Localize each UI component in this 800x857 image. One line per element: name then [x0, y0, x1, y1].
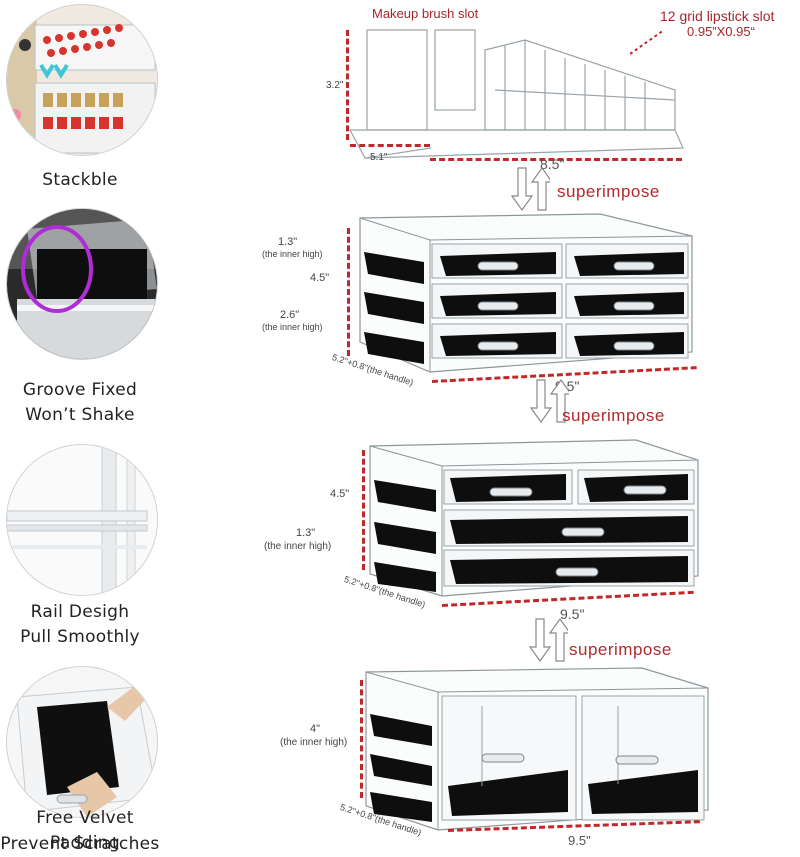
tier2-height-line — [347, 228, 350, 356]
superimpose-label: superimpose — [557, 182, 660, 201]
top-depth-line — [350, 144, 430, 147]
feature-label: Groove Fixed — [22, 380, 138, 400]
tier4-inner-high: 4" — [310, 723, 321, 735]
tier2-inner-high-top-note: (the inner high) — [262, 249, 323, 259]
stack-arrows-icon — [529, 378, 569, 424]
velvet-photo — [6, 666, 158, 818]
tier2-organizer-drawing — [359, 213, 693, 373]
tier3-inner-high: 1.3" — [296, 527, 316, 539]
tier4-width: 9.5" — [568, 833, 591, 848]
feature-label: Free Velvet Padding — [36, 808, 134, 853]
feature-label: Won’t Shake — [25, 405, 135, 425]
rail-photo — [6, 444, 158, 596]
top-height-line — [346, 30, 349, 140]
superimpose-label: superimpose — [569, 640, 672, 659]
tier3-height-line — [362, 450, 365, 570]
top-width-line — [430, 158, 682, 161]
lipstick-slot-label: 12 grid lipstick slot — [660, 8, 775, 24]
top-height: 3.2" — [326, 80, 344, 91]
brush-slot-label: Makeup brush slot — [372, 6, 479, 21]
lipstick-pointer — [630, 29, 665, 55]
groove-photo — [6, 208, 158, 360]
tier3-width: 9.5" — [560, 606, 585, 622]
tier3-organizer-drawing — [369, 439, 699, 597]
stackable-photo — [6, 4, 158, 156]
tier2-inner-high-bottom: 2.6" — [280, 309, 300, 321]
tier4-inner-high-note: (the inner high) — [280, 737, 348, 748]
feature-groove: Groove Fixed Won’t Shake — [0, 200, 170, 440]
top-organizer-drawing — [348, 29, 684, 159]
tier3-inner-high-note: (the inner high) — [264, 541, 332, 552]
feature-rail: Rail Desigh Pull Smoothly — [0, 440, 170, 660]
superimpose-label: superimpose — [562, 406, 665, 425]
feature-label: Prevent Scratches — [0, 834, 160, 854]
feature-label: Pull Smoothly — [20, 627, 140, 647]
feature-velvet: Free Velvet Padding Prevent Scratches — [0, 660, 170, 854]
tier2-height: 4.5" — [310, 272, 330, 284]
stack-arrows-icon — [510, 166, 550, 212]
feature-stackable: Stackble — [0, 0, 170, 200]
lipstick-slot-size: 0.95”X0.95“ — [687, 24, 755, 39]
tier3-height: 4.5" — [330, 488, 350, 500]
tier2-inner-high-bottom-note: (the inner high) — [262, 322, 323, 332]
stack-arrows-icon — [528, 617, 568, 663]
feature-label: Stackble — [42, 170, 118, 190]
tier4-height-line — [360, 680, 363, 798]
tier4-organizer-drawing — [365, 667, 709, 831]
top-depth: 5.1" — [370, 152, 388, 163]
feature-label: Rail Desigh — [30, 602, 130, 622]
tier2-inner-high-top: 1.3" — [278, 236, 298, 248]
top-width: 8.5" — [540, 156, 565, 172]
